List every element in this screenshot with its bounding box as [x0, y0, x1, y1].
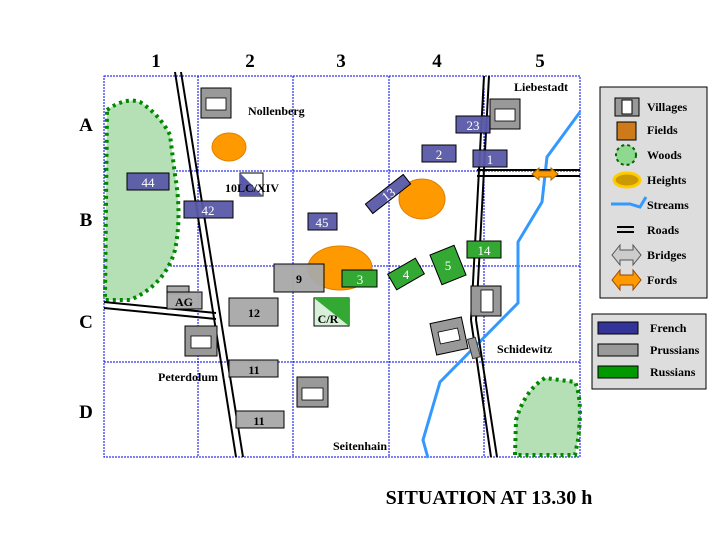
unit-label: 5 — [445, 258, 452, 273]
legend-label: Streams — [647, 198, 689, 212]
legend-label: Roads — [647, 223, 679, 237]
column-label: 1 — [151, 51, 161, 72]
town-label: Peterdolum — [158, 370, 218, 384]
unit-label: 10LC/XIV — [225, 181, 279, 195]
roads — [103, 71, 580, 458]
town-label: Nollenberg — [248, 104, 305, 118]
row-label: B — [80, 210, 93, 231]
unit-label: 2 — [436, 147, 443, 162]
height — [211, 132, 247, 162]
unit-label: 45 — [316, 215, 329, 230]
unit-label: C/R — [318, 312, 339, 326]
woods-west — [102, 98, 181, 302]
row-label: C — [79, 312, 93, 333]
ford-icon — [531, 166, 559, 182]
unit-label: 4 — [403, 267, 410, 282]
terrain-legend: Villages Fields Woods Heights Streams Ro… — [599, 86, 708, 299]
legend-label: French — [650, 321, 687, 335]
town-label: Schidewitz — [497, 342, 553, 356]
row-label: D — [79, 402, 93, 423]
legend-label: Prussians — [650, 343, 700, 357]
legend-label: Villages — [647, 100, 688, 114]
unit-label: 3 — [357, 272, 364, 287]
legend-label: Fields — [647, 123, 678, 137]
sides-legend: French Prussians Russians — [591, 313, 707, 390]
row-label: A — [79, 115, 93, 136]
unit-label: 9 — [296, 272, 302, 286]
unit-label: 44 — [142, 175, 156, 190]
unit-label: 11 — [248, 363, 259, 377]
height — [398, 178, 446, 220]
bridge-icon — [466, 336, 482, 360]
legend-label: Russians — [650, 365, 696, 379]
town-label: Seitenhain — [333, 439, 387, 453]
legend-label: Bridges — [647, 248, 687, 262]
column-label: 5 — [535, 51, 545, 72]
legend-label: Fords — [647, 273, 677, 287]
unit-label: 1 — [487, 152, 494, 167]
unit-label: 11 — [253, 414, 264, 428]
unit-label: 14 — [478, 243, 492, 258]
legend-label: Woods — [647, 148, 682, 162]
unit-label: 42 — [202, 203, 215, 218]
column-label: 4 — [432, 51, 442, 72]
woods-southeast — [512, 375, 582, 457]
unit-label: 12 — [248, 306, 260, 320]
stream — [421, 111, 582, 459]
legend-label: Heights — [647, 173, 687, 187]
column-label: 2 — [245, 51, 255, 72]
unit-label: 23 — [467, 118, 480, 133]
town-label: Liebestadt — [514, 80, 568, 94]
unit-label: AG — [175, 295, 193, 309]
slide-title: SITUATION AT 13.30 h — [386, 487, 593, 509]
column-label: 3 — [336, 51, 346, 72]
